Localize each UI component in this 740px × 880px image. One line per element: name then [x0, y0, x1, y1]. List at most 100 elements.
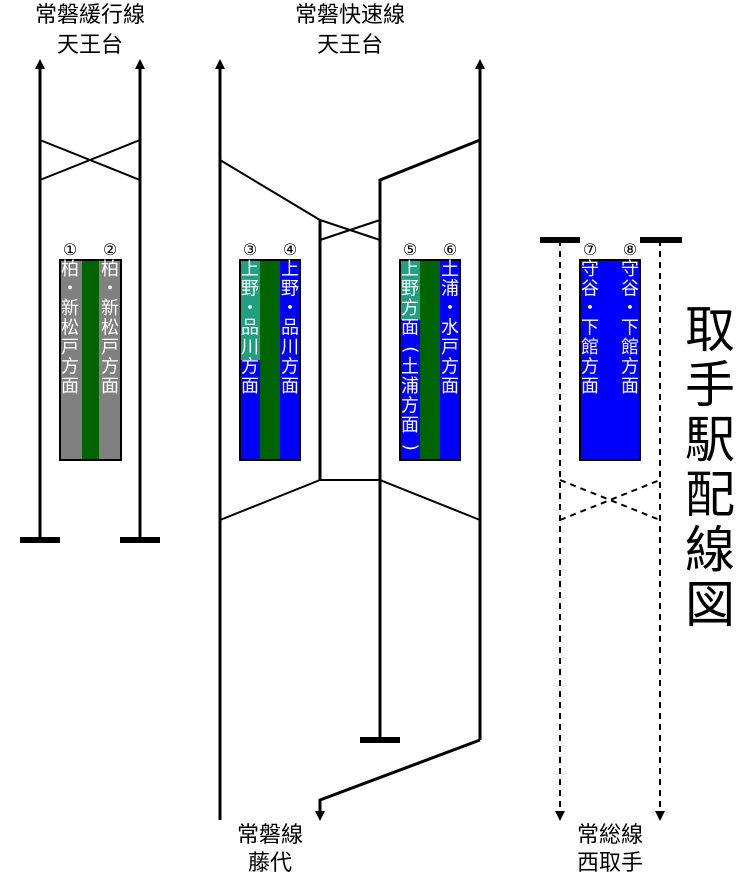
island-platform-5-6 — [420, 260, 440, 460]
crossover-joso-b — [559, 479, 661, 521]
svg-text:品: 品 — [241, 317, 259, 338]
svg-text:): ) — [400, 444, 421, 451]
svg-text:面: 面 — [281, 376, 299, 397]
svg-text:品: 品 — [281, 317, 299, 338]
platform-number-3: ③ — [243, 240, 257, 259]
svg-text:・: ・ — [581, 298, 599, 319]
joso-line-bottom-name: 常総線 — [577, 823, 643, 848]
svg-text:・: ・ — [241, 298, 259, 319]
platform-number-7: ⑦ — [583, 240, 597, 259]
svg-text:浦: 浦 — [441, 278, 459, 299]
svg-text:・: ・ — [281, 298, 299, 319]
svg-text:手: 手 — [685, 356, 735, 414]
svg-text:上: 上 — [401, 259, 419, 280]
svg-text:守: 守 — [581, 259, 599, 280]
svg-text:面: 面 — [401, 317, 419, 338]
svg-text:図: 図 — [685, 576, 735, 634]
svg-text:・: ・ — [441, 298, 459, 319]
rapid-line-top-name: 常磐快速線 — [295, 3, 405, 28]
svg-text:面: 面 — [401, 415, 419, 436]
svg-text:上: 上 — [281, 259, 299, 280]
svg-text:浦: 浦 — [401, 376, 419, 397]
platform-number-6: ⑥ — [443, 240, 457, 259]
svg-text:方: 方 — [241, 356, 259, 377]
svg-text:取: 取 — [685, 301, 735, 359]
svg-text:谷: 谷 — [581, 278, 599, 299]
crossover-slow-b — [39, 139, 141, 181]
svg-text:線: 線 — [685, 521, 735, 579]
svg-text:方: 方 — [581, 356, 599, 377]
rapid-to-fujishiro — [315, 738, 481, 821]
svg-text:柏: 柏 — [101, 259, 119, 280]
svg-text:方: 方 — [101, 356, 119, 377]
track-5 — [378, 138, 481, 740]
svg-text:新: 新 — [101, 298, 119, 319]
slow-line-top-station: 天王台 — [57, 33, 123, 58]
svg-text:館: 館 — [621, 337, 639, 358]
slow-line-top-name: 常磐緩行線 — [35, 3, 145, 28]
svg-text:松: 松 — [61, 317, 79, 338]
svg-text:土: 土 — [441, 259, 459, 280]
svg-text:・: ・ — [621, 298, 639, 319]
svg-text:谷: 谷 — [621, 278, 639, 299]
platform-number-8: ⑧ — [623, 240, 637, 259]
svg-text:方: 方 — [401, 395, 419, 416]
platform-number-1: ① — [63, 240, 77, 259]
svg-text:戸: 戸 — [61, 337, 79, 358]
crossover-rapid-b — [319, 219, 381, 241]
svg-text:方: 方 — [441, 356, 459, 377]
joban-line-bottom-station: 藤代 — [248, 851, 292, 876]
platform-3-4 — [239, 259, 301, 461]
svg-text:土: 土 — [401, 356, 419, 377]
svg-text:柏: 柏 — [61, 259, 79, 280]
svg-text:方: 方 — [401, 298, 419, 319]
svg-text:下: 下 — [581, 317, 599, 338]
svg-text:方: 方 — [621, 356, 639, 377]
platform-7-8-band — [580, 260, 640, 460]
switch-5-6-bottom — [379, 479, 481, 521]
svg-text:館: 館 — [581, 337, 599, 358]
platform-4-band — [280, 260, 300, 460]
svg-text:方: 方 — [61, 356, 79, 377]
svg-text:水: 水 — [441, 317, 459, 338]
platform-1-band — [60, 260, 82, 460]
svg-text:戸: 戸 — [101, 337, 119, 358]
joban-line-bottom-name: 常磐線 — [237, 823, 303, 848]
crossover-joso-a — [559, 479, 661, 521]
svg-text:駅: 駅 — [685, 411, 735, 469]
platform-3-band-lower — [240, 360, 260, 460]
switch-3-4-top — [219, 159, 321, 221]
island-platform-3-4 — [260, 260, 280, 460]
svg-text:面: 面 — [441, 376, 459, 397]
platform-7-8 — [579, 259, 641, 461]
svg-text:・: ・ — [61, 278, 79, 299]
svg-text:・: ・ — [101, 278, 119, 299]
svg-text:松: 松 — [101, 317, 119, 338]
platform-number-2: ② — [103, 240, 117, 259]
platform-1-2 — [59, 259, 122, 461]
svg-text:野: 野 — [281, 278, 299, 299]
switch-3-4-bottom — [219, 479, 321, 521]
platform-2-band — [99, 260, 121, 460]
platform-5-band-lower — [400, 320, 420, 460]
island-platform-1-2 — [82, 260, 99, 460]
svg-text:(: ( — [400, 346, 421, 353]
svg-text:面: 面 — [621, 376, 639, 397]
svg-text:野: 野 — [401, 278, 419, 299]
svg-text:面: 面 — [241, 376, 259, 397]
svg-text:方: 方 — [281, 356, 299, 377]
joso-line-bottom-station: 西取手 — [577, 851, 643, 876]
svg-text:下: 下 — [621, 317, 639, 338]
svg-text:面: 面 — [581, 376, 599, 397]
svg-text:上: 上 — [241, 259, 259, 280]
